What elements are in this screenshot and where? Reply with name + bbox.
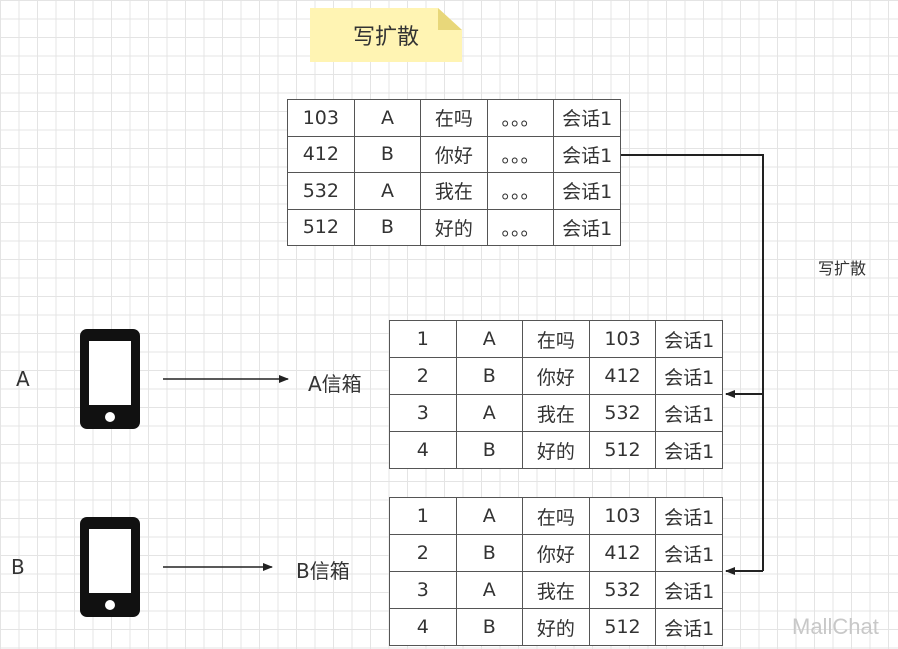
table-cell: 412	[588, 357, 657, 395]
table-cell: 会话1	[553, 135, 621, 173]
inbox-b-table: 1 A 在吗 103 会话1 2 B 你好 412 会话1 3 A 我在 532…	[389, 497, 723, 646]
table-cell: 我在	[522, 571, 590, 609]
table-cell: A	[455, 497, 524, 535]
table-cell: B	[353, 208, 422, 246]
table-cell: 3	[389, 394, 457, 432]
table-cell: 会话1	[553, 208, 621, 246]
table-cell: 512	[287, 208, 355, 246]
table-cell: 好的	[522, 608, 590, 646]
table-cell: 532	[287, 172, 355, 210]
table-row: 4 B 好的 512 会话1	[389, 431, 723, 469]
table-cell: 103	[588, 497, 657, 535]
table-cell: 会话1	[553, 172, 621, 210]
table-row: 1 A 在吗 103 会话1	[389, 320, 723, 358]
table-cell: 会话1	[655, 357, 723, 395]
title-note: 写扩散	[310, 8, 462, 62]
table-cell: 会话1	[655, 497, 723, 535]
fanout-label: 写扩散	[818, 259, 867, 278]
phone-b-icon	[80, 517, 140, 617]
messages-table: 103 A 在吗 。。。 会话1 412 B 你好 。。。 会话1 532 A …	[287, 99, 621, 246]
phone-a-icon	[80, 329, 140, 429]
table-cell: 4	[389, 608, 457, 646]
table-cell: 会话1	[655, 608, 723, 646]
table-cell: 3	[389, 571, 457, 609]
table-row: 4 B 好的 512 会话1	[389, 608, 723, 646]
table-cell: 会话1	[655, 394, 723, 432]
user-b-label: B	[11, 555, 25, 579]
table-cell: 。。。	[486, 99, 555, 137]
fanout-connector	[621, 154, 764, 571]
title-note-text: 写扩散	[352, 25, 419, 50]
table-row: 2 B 你好 412 会话1	[389, 534, 723, 572]
table-cell: 512	[588, 431, 657, 469]
table-cell: 会话1	[655, 571, 723, 609]
table-cell: 会话1	[655, 320, 723, 358]
table-cell: B	[455, 357, 524, 395]
table-cell: 。。。	[486, 208, 555, 246]
table-cell: 好的	[522, 431, 590, 469]
table-cell: 512	[588, 608, 657, 646]
table-cell: 好的	[420, 208, 488, 246]
table-cell: 532	[588, 394, 657, 432]
table-cell: 你好	[420, 135, 488, 173]
watermark: MallChat	[792, 614, 879, 639]
table-cell: 我在	[522, 394, 590, 432]
table-cell: 在吗	[522, 320, 590, 358]
table-row: 2 B 你好 412 会话1	[389, 357, 723, 395]
table-row: 3 A 我在 532 会话1	[389, 394, 723, 432]
table-cell: A	[455, 571, 524, 609]
table-cell: 会话1	[553, 99, 621, 137]
table-cell: 在吗	[420, 99, 488, 137]
table-cell: A	[455, 394, 524, 432]
table-cell: 4	[389, 431, 457, 469]
table-cell: 会话1	[655, 431, 723, 469]
inbox-b-label: B信箱	[296, 559, 350, 583]
table-cell: 在吗	[522, 497, 590, 535]
table-row: 1 A 在吗 103 会话1	[389, 497, 723, 535]
table-row: 103 A 在吗 。。。 会话1	[287, 99, 621, 137]
table-cell: 。。。	[486, 172, 555, 210]
table-row: 412 B 你好 。。。 会话1	[287, 135, 621, 173]
table-row: 512 B 好的 。。。 会话1	[287, 208, 621, 246]
table-cell: 412	[287, 135, 355, 173]
table-cell: B	[455, 608, 524, 646]
table-cell: A	[353, 172, 422, 210]
table-cell: 你好	[522, 357, 590, 395]
user-a-label: A	[16, 367, 30, 391]
inbox-a-table: 1 A 在吗 103 会话1 2 B 你好 412 会话1 3 A 我在 532…	[389, 320, 723, 469]
table-cell: 1	[389, 497, 457, 535]
inbox-a-label: A信箱	[308, 372, 362, 396]
table-cell: B	[455, 431, 524, 469]
